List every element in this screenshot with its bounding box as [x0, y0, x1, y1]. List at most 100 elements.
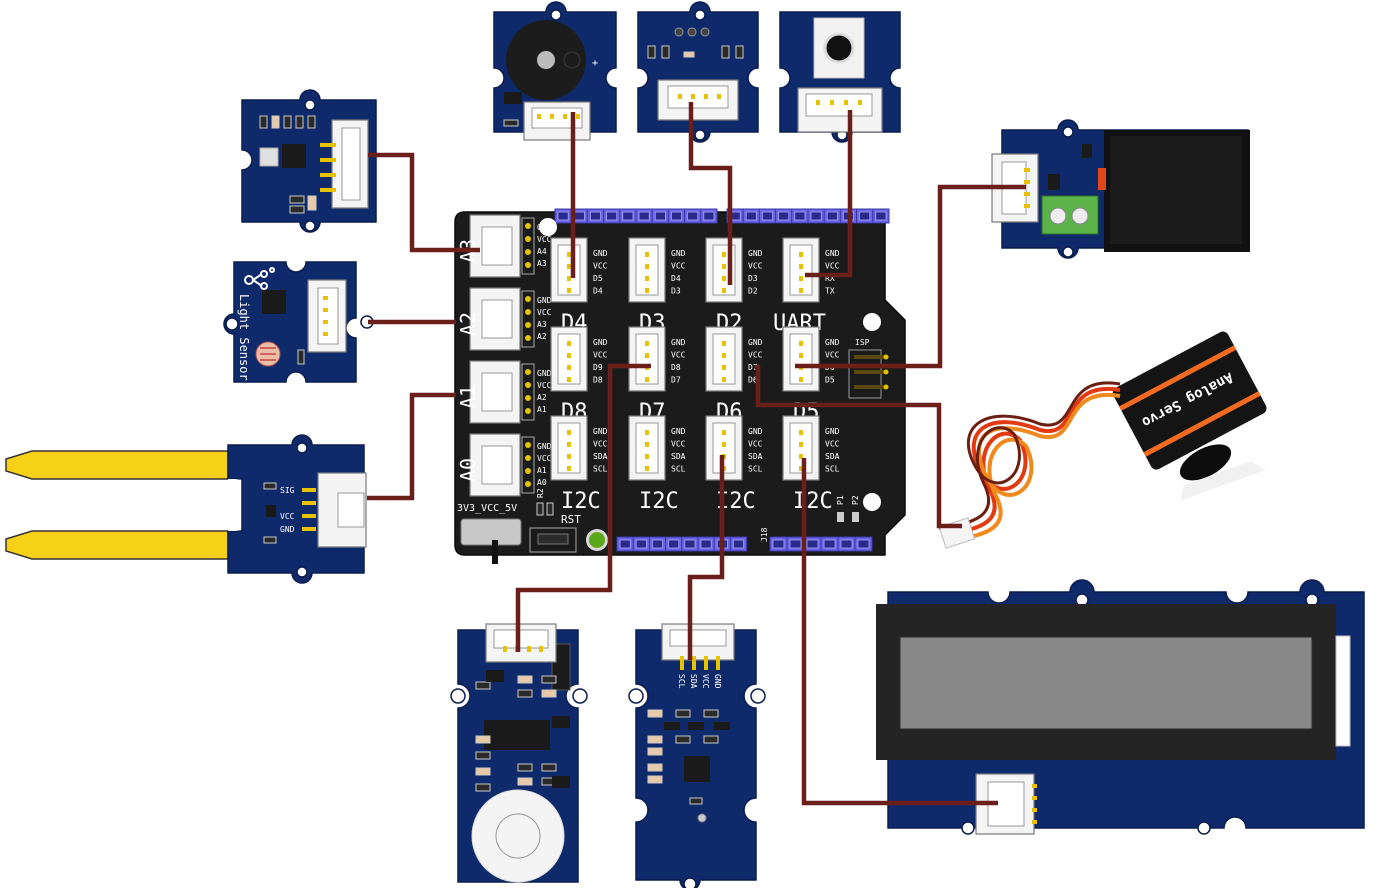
pin-label: SDA	[748, 452, 763, 461]
pin-label: VCC	[280, 512, 295, 521]
header-pin	[859, 211, 871, 221]
header-pin	[654, 211, 666, 221]
wire-button-to-uart	[805, 110, 853, 278]
buzzer-module: +	[493, 1, 617, 141]
port-label-a2: A2	[456, 312, 480, 336]
wire-temp-humidity-to-a3	[368, 152, 480, 253]
header-label: J18	[760, 527, 769, 542]
wire-i2c-to-accelerometer	[687, 455, 725, 660]
ultrasonic-ranger-module	[450, 623, 588, 883]
grove-connector	[307, 279, 347, 353]
pin-label: SDA	[825, 452, 840, 461]
grove-connector	[797, 87, 883, 133]
header-pin	[635, 539, 647, 549]
pin-label: GND	[671, 427, 686, 436]
power-switch-label: 3V3_VCC_5V	[457, 503, 517, 514]
wire-d7-to-ultrasonic	[515, 363, 651, 652]
pin-label: D4	[671, 274, 681, 283]
pin-label: SCL	[593, 465, 608, 474]
power-switch[interactable]: 3V3_VCC_5V	[457, 503, 522, 564]
pin-label: GND	[537, 369, 552, 378]
pin-label: VCC	[537, 454, 552, 463]
header-pin	[703, 211, 715, 221]
push-button[interactable]	[823, 32, 855, 64]
port-label-a0: A0	[456, 458, 480, 482]
pad-label-p1: P1	[836, 495, 845, 505]
pin-label: GND	[825, 249, 840, 258]
pin-label: SCL	[677, 674, 686, 689]
pin-label: VCC	[748, 262, 763, 271]
pin-label: D7	[671, 376, 681, 385]
pin-label: A1	[537, 466, 547, 475]
pin-label: D6	[748, 376, 758, 385]
header-pin	[668, 539, 680, 549]
pin-label: SIG	[280, 486, 295, 495]
header-pin	[671, 211, 683, 221]
grove-connector	[657, 79, 739, 121]
pin-label: VCC	[825, 440, 840, 449]
pin-label: A3	[537, 320, 547, 329]
pin-label: RX	[825, 274, 835, 283]
chip-u1	[282, 144, 306, 168]
wires	[367, 102, 1026, 806]
resistor-label: R2	[536, 488, 545, 498]
port-label-a1: A1	[456, 385, 480, 409]
chip-u2	[684, 756, 710, 782]
relay-module	[991, 119, 1250, 259]
shield-resistors: R2	[536, 488, 554, 516]
header-pin	[826, 211, 838, 221]
port-label: I2C	[639, 489, 679, 514]
pin-label: A2	[537, 393, 547, 402]
light-sensor-module: Light Sensor	[223, 261, 374, 383]
isp-label: ISP	[855, 338, 870, 347]
pin-label: SDA	[689, 674, 698, 689]
chip	[484, 720, 550, 750]
pin-label: D3	[671, 287, 681, 296]
mount-hole	[863, 313, 881, 331]
pin-label: D3	[748, 274, 758, 283]
solder-pads: P1 P2	[836, 495, 860, 522]
pin-label: VCC	[701, 674, 710, 689]
pin-label: VCC	[593, 351, 608, 360]
button-module	[779, 11, 901, 143]
pin-label: GND	[671, 249, 686, 258]
pin-label: VCC	[537, 308, 552, 317]
pin-label: TX	[825, 287, 835, 296]
grove-connector	[661, 623, 735, 670]
pin-label: D8	[593, 376, 603, 385]
pad-label-p2: P2	[851, 495, 860, 505]
power-led	[589, 532, 605, 548]
pin-label: GND	[593, 427, 608, 436]
pin-label: SDA	[593, 452, 608, 461]
header-pin	[700, 539, 712, 549]
pin-label: GND	[825, 338, 840, 347]
header-pin	[794, 211, 806, 221]
pin-label: SDA	[671, 452, 686, 461]
grove-base-shield: A3GNDVCCA4A3A2GNDVCCA3A2A1GNDVCCA2A1A0GN…	[454, 208, 906, 564]
pin-label: A0	[537, 478, 547, 487]
isp-header: ISP	[848, 338, 889, 399]
servo-horn	[1180, 461, 1267, 501]
light-sensor-title: Light Sensor	[237, 294, 251, 381]
pin-label: GND	[748, 249, 763, 258]
pin-label: D8	[671, 363, 681, 372]
mount-hole	[863, 493, 881, 511]
reset-button[interactable]: RST	[529, 513, 581, 553]
lcd-module	[876, 579, 1365, 835]
pin-label: GND	[593, 249, 608, 258]
rotary-encoder-module	[637, 1, 759, 143]
header-pin	[590, 211, 602, 221]
pin-label: VCC	[671, 262, 686, 271]
pin-label: D5	[593, 274, 603, 283]
